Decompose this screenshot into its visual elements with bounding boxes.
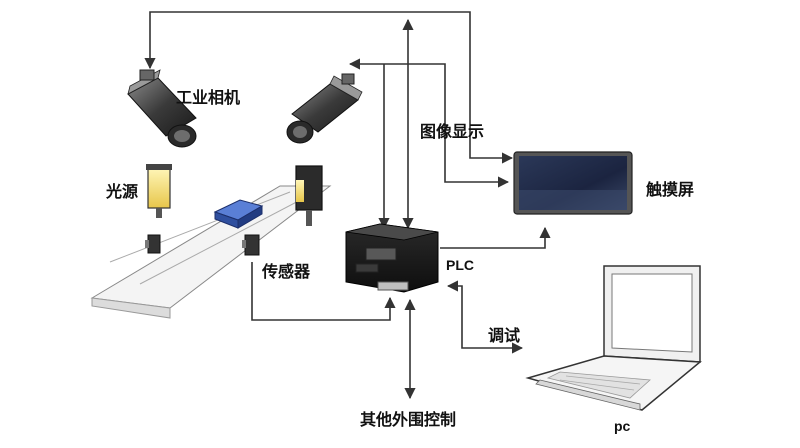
label-sensor: 传感器 bbox=[262, 262, 311, 281]
label-debug: 调试 bbox=[488, 326, 521, 345]
product-box bbox=[213, 199, 264, 229]
label-plc: PLC bbox=[446, 257, 474, 273]
label-other-peripheral-control: 其他外围控制 bbox=[360, 410, 457, 429]
label-image-display: 图像显示 bbox=[420, 122, 485, 141]
label-light-source: 光源 bbox=[106, 182, 139, 201]
conveyor-belt bbox=[90, 185, 332, 319]
touch-screen-device bbox=[513, 151, 633, 215]
industrial-camera-1 bbox=[127, 69, 197, 148]
laptop-device bbox=[525, 265, 702, 411]
camera2-display-line bbox=[348, 58, 510, 188]
connection-lines bbox=[144, 11, 551, 400]
label-touch-screen: 触摸屏 bbox=[646, 180, 695, 199]
light-source-right bbox=[295, 165, 323, 226]
label-industrial-camera: 工业相机 bbox=[176, 88, 241, 107]
label-pc: pc bbox=[614, 418, 631, 434]
sensor-device-left bbox=[145, 234, 161, 254]
plc-device bbox=[345, 223, 439, 293]
plc-touchscreen-line bbox=[440, 226, 551, 249]
light-source-left bbox=[146, 164, 172, 218]
plc-debug-line bbox=[446, 280, 524, 354]
sensor-device-right bbox=[242, 234, 260, 256]
sensor-plc-line bbox=[251, 262, 396, 321]
industrial-camera-2 bbox=[286, 73, 363, 144]
